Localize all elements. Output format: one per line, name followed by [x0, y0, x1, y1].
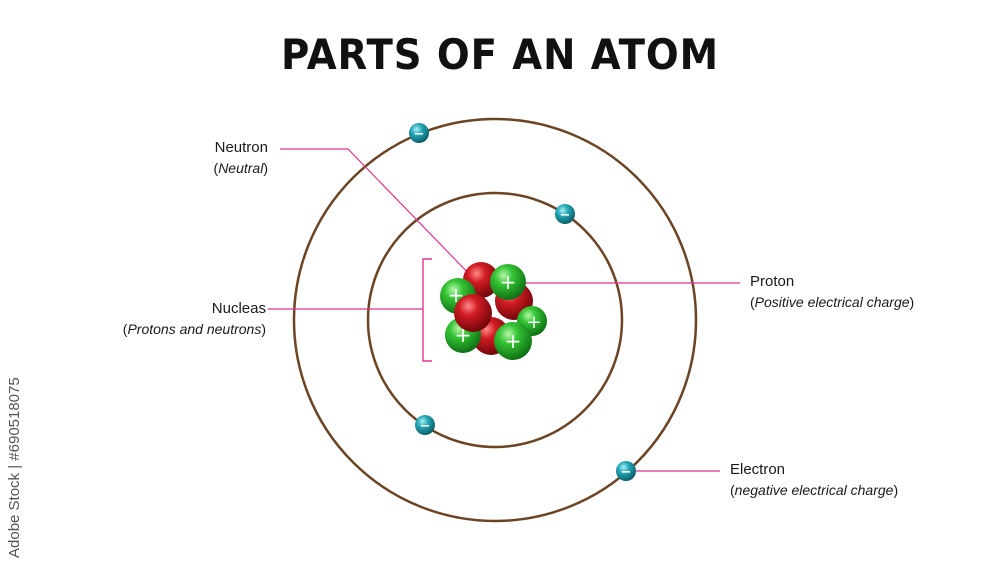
electron-particle: −: [616, 461, 636, 481]
electron-label: Electron (negative electrical charge): [730, 460, 970, 500]
stock-watermark: Adobe Stock | #690518075: [6, 377, 23, 558]
electron-particle: −: [409, 123, 429, 143]
nucleus: + + + + +: [440, 262, 547, 360]
electron-particle: −: [415, 415, 435, 435]
minus-sign: −: [560, 208, 571, 223]
plus-sign: +: [505, 329, 522, 353]
neutron-leader-line: [280, 148, 476, 281]
outer-orbit: [292, 117, 698, 523]
proton-label-name: Proton: [750, 273, 795, 290]
plus-sign: +: [455, 323, 472, 347]
proton-particle: [490, 264, 526, 300]
minus-sign: −: [621, 465, 632, 480]
nucleus-label: Nucleas (Protons and neutrons): [60, 299, 266, 339]
proton-label: Proton (Positive electrical charge): [750, 272, 980, 312]
plus-sign: +: [500, 270, 517, 294]
proton-label-desc: (Positive electrical charge): [750, 294, 915, 310]
electron-label-name: Electron: [730, 461, 786, 478]
plus-sign: +: [526, 312, 541, 333]
neutron-label-name: Neutron: [214, 139, 268, 156]
plus-sign: +: [448, 283, 465, 307]
neutron-label-desc: (Neutral): [213, 160, 268, 176]
nucleus-label-desc: (Protons and neutrons): [122, 321, 266, 337]
nucleus-bracket: [422, 258, 432, 362]
neutron-label: Neutron (Neutral): [150, 138, 268, 178]
proton-particle: [494, 322, 532, 360]
minus-sign: −: [414, 127, 425, 142]
nucleus-label-name: Nucleas: [211, 300, 266, 317]
minus-sign: −: [420, 419, 431, 434]
electron-particle: −: [555, 204, 575, 224]
inner-orbit: [366, 191, 624, 449]
electron-label-desc: (negative electrical charge): [730, 482, 899, 498]
neutron-particle: [454, 294, 492, 332]
page-title: PARTS OF AN ATOM: [280, 30, 720, 79]
